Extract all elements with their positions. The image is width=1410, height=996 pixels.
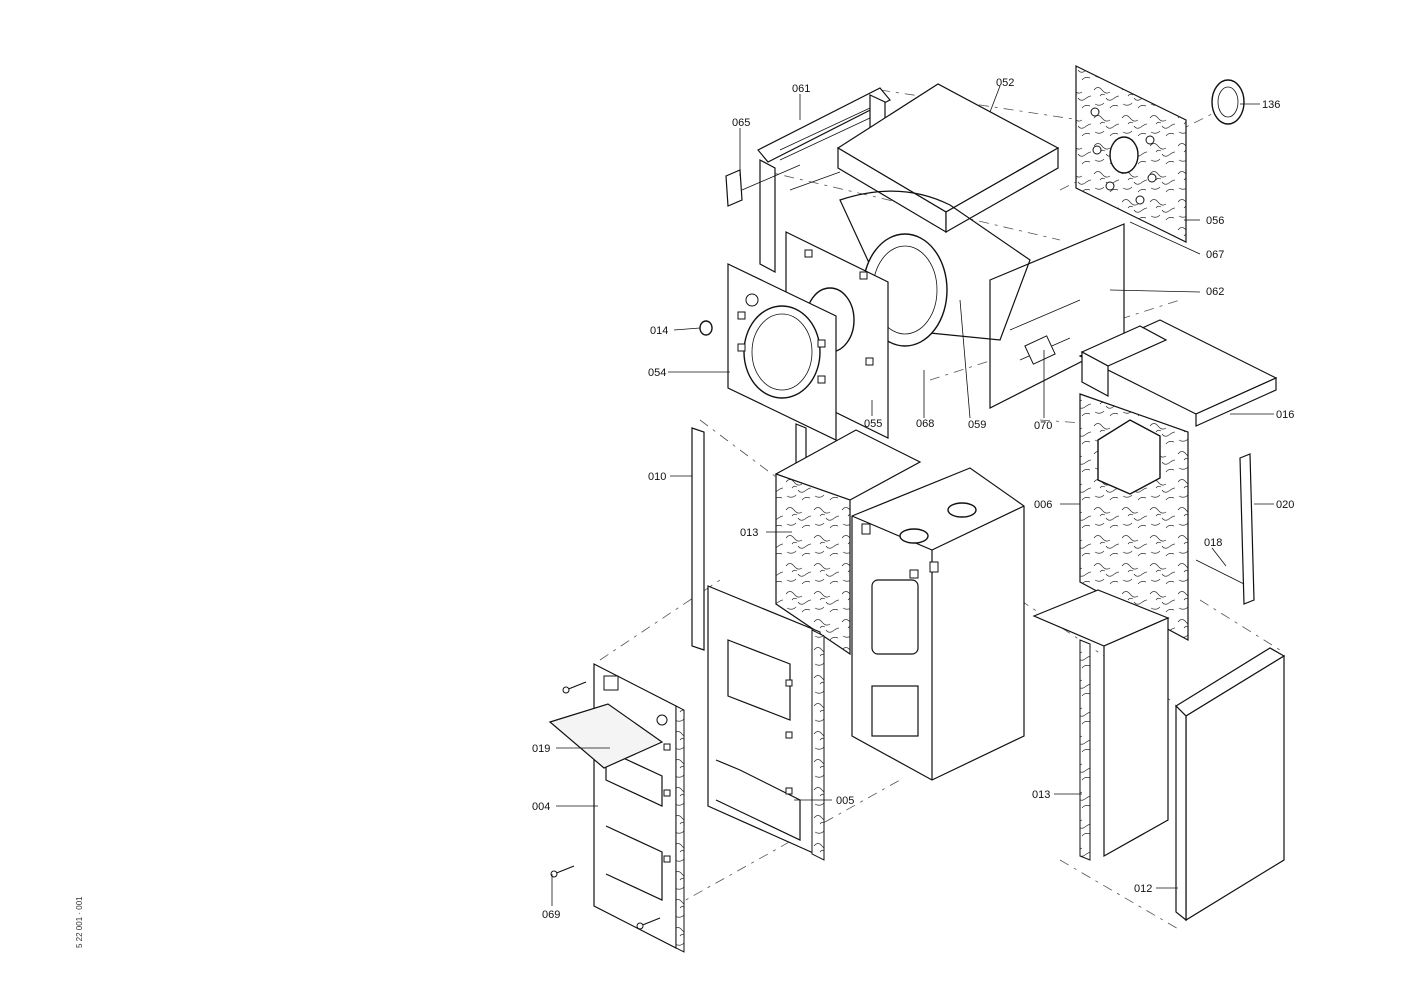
left-insulation-panel — [774, 429, 922, 656]
sight-glass-knob — [699, 320, 713, 336]
rear-insulated-panel — [1075, 65, 1187, 243]
part-label-016: 016 — [1276, 409, 1294, 421]
angle-bracket — [725, 164, 841, 207]
right-rail — [1195, 453, 1255, 605]
drawing-reference-number: 5 22 001 · 001 — [75, 896, 84, 948]
left-rail — [691, 423, 807, 651]
boiler-body — [851, 467, 1025, 781]
part-label-062: 062 — [1206, 286, 1224, 298]
part-label-004: 004 — [532, 801, 550, 813]
part-label-136: 136 — [1262, 99, 1280, 111]
part-label-019: 019 — [532, 743, 550, 755]
part-label-070: 070 — [1034, 420, 1052, 432]
front-insulation-panel — [707, 585, 825, 861]
screws — [550, 681, 661, 930]
part-label-020: 020 — [1276, 499, 1294, 511]
part-label-065: 065 — [732, 117, 750, 129]
top-right-tray — [1078, 319, 1278, 427]
part-label-055: 055 — [864, 418, 882, 430]
leader-lines — [551, 85, 1274, 906]
part-label-059: 059 — [968, 419, 986, 431]
front-door-panel — [727, 263, 837, 441]
part-label-012: 012 — [1134, 883, 1152, 895]
part-label-013-upper: 013 — [740, 527, 758, 539]
part-label-069: 069 — [542, 909, 560, 921]
part-label-018: 018 — [1204, 537, 1222, 549]
part-label-013-lower: 013 — [1032, 789, 1050, 801]
right-insulation-panel — [1079, 393, 1189, 642]
part-label-068: 068 — [916, 418, 934, 430]
front-lower-panel — [548, 663, 685, 953]
part-label-014: 014 — [650, 325, 668, 337]
lower-right-insulation-box — [1032, 589, 1170, 861]
part-label-006: 006 — [1034, 499, 1052, 511]
part-label-061: 061 — [792, 83, 810, 95]
part-label-052: 052 — [996, 77, 1014, 89]
part-labels: 136 061 052 065 056 067 062 014 054 055 … — [532, 77, 1294, 921]
right-casing-panel — [1175, 647, 1286, 922]
part-label-005: 005 — [836, 795, 854, 807]
top-cover — [836, 83, 1060, 234]
part-label-010: 010 — [648, 471, 666, 483]
part-label-067: 067 — [1206, 249, 1224, 261]
ring-gasket — [1211, 79, 1245, 125]
part-label-054: 054 — [648, 367, 666, 379]
part-label-056: 056 — [1206, 215, 1224, 227]
